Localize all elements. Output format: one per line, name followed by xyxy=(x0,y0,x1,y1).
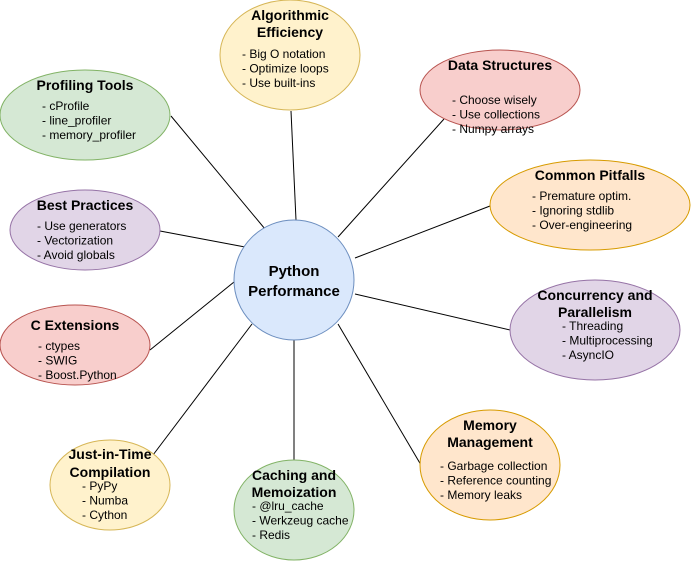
node-common-pitfalls[interactable]: Common Pitfalls - Premature optim.- Ignor… xyxy=(489,159,691,251)
node-item: - Numpy arrays xyxy=(452,122,534,136)
node-title: Profiling Tools xyxy=(37,77,134,93)
node-ellipse[interactable] xyxy=(489,159,691,251)
node-item: - Over-engineering xyxy=(532,218,632,232)
node-title: Parallelism xyxy=(558,304,632,320)
connectors xyxy=(149,110,511,466)
node-item: - Use collections xyxy=(452,108,540,122)
node-item: - Optimize loops xyxy=(242,62,329,76)
node-ellipse[interactable] xyxy=(219,0,361,111)
central-topic-circle[interactable] xyxy=(233,219,355,341)
node-ellipse[interactable] xyxy=(0,304,151,386)
node-item: - PyPy xyxy=(82,479,117,493)
node-ellipse[interactable] xyxy=(419,409,561,521)
node-c-extensions[interactable]: C Extensions - ctypes- SWIG- Boost.Python xyxy=(0,304,151,386)
node-item: - Ignoring stdlib xyxy=(532,204,614,218)
node-profiling-tools[interactable]: Profiling Tools - cProfile- line_profiler… xyxy=(0,69,171,161)
node-title: Caching and xyxy=(252,467,336,483)
node-title: Just-in-Time xyxy=(69,446,152,462)
connector-best-practices xyxy=(159,230,246,248)
node-item: - Boost.Python xyxy=(38,368,117,382)
connector-just-in-time-compilation xyxy=(152,323,253,456)
connector-concurrency-and-parallelism xyxy=(354,293,511,331)
node-title: Memory xyxy=(463,417,517,433)
node-ellipse[interactable] xyxy=(0,69,171,161)
node-title: Common Pitfalls xyxy=(535,167,646,183)
connector-data-structures xyxy=(337,118,445,238)
node-title: Concurrency and xyxy=(537,287,652,303)
node-item: - cProfile xyxy=(42,99,90,113)
node-item: - Big O notation xyxy=(242,47,325,61)
node-title: Best Practices xyxy=(37,197,134,213)
node-item: - Cython xyxy=(82,508,127,522)
node-item: - line_profiler xyxy=(42,114,111,128)
node-data-structures[interactable]: Data Structures - Choose wisely- Use coll… xyxy=(419,49,581,136)
connector-common-pitfalls xyxy=(354,205,491,259)
node-item: - Reference counting xyxy=(440,474,551,488)
connector-algorithmic-efficiency xyxy=(290,110,297,221)
node-title: Data Structures xyxy=(448,57,552,73)
node-title: Management xyxy=(447,434,533,450)
node-title: C Extensions xyxy=(31,317,120,333)
node-best-practices[interactable]: Best Practices - Use generators- Vectoriz… xyxy=(9,189,161,271)
node-item: - SWIG xyxy=(38,354,77,368)
node-item: - Numba xyxy=(82,494,128,508)
node-item: - Threading xyxy=(562,319,623,333)
node-title: Efficiency xyxy=(257,24,323,40)
central-topic-title-line: Python xyxy=(269,263,320,280)
node-item: - Multiprocessing xyxy=(562,334,653,348)
node-title: Compilation xyxy=(70,464,151,480)
node-ellipse[interactable] xyxy=(509,279,681,381)
node-ellipse[interactable] xyxy=(233,459,355,561)
node-item: - Memory leaks xyxy=(440,488,522,502)
node-item: - AsyncIO xyxy=(562,348,614,362)
node-item: - Use built-ins xyxy=(242,76,315,90)
node-item: - Avoid globals xyxy=(37,248,115,262)
node-item: - Premature optim. xyxy=(532,189,631,203)
node-item: - Redis xyxy=(252,528,290,542)
node-item: - Werkzeug cache xyxy=(252,514,349,528)
node-item: - memory_profiler xyxy=(42,128,136,142)
node-ellipse[interactable] xyxy=(9,189,161,271)
connector-c-extensions xyxy=(149,281,235,351)
node-item: - Garbage collection xyxy=(440,459,547,473)
node-item: - Choose wisely xyxy=(452,93,537,107)
node-ellipse[interactable] xyxy=(419,49,581,131)
node-item: - Vectorization xyxy=(37,234,113,248)
node-item: - Use generators xyxy=(37,219,126,233)
node-title: Algorithmic xyxy=(251,7,329,23)
node-item: - @lru_cache xyxy=(252,499,324,513)
node-title: Memoization xyxy=(252,484,337,500)
node-ellipse[interactable] xyxy=(49,439,171,531)
connector-profiling-tools xyxy=(170,115,266,230)
connector-memory-management xyxy=(337,323,422,466)
node-item: - ctypes xyxy=(38,339,80,353)
central-topic-title-line: Performance xyxy=(248,283,340,300)
